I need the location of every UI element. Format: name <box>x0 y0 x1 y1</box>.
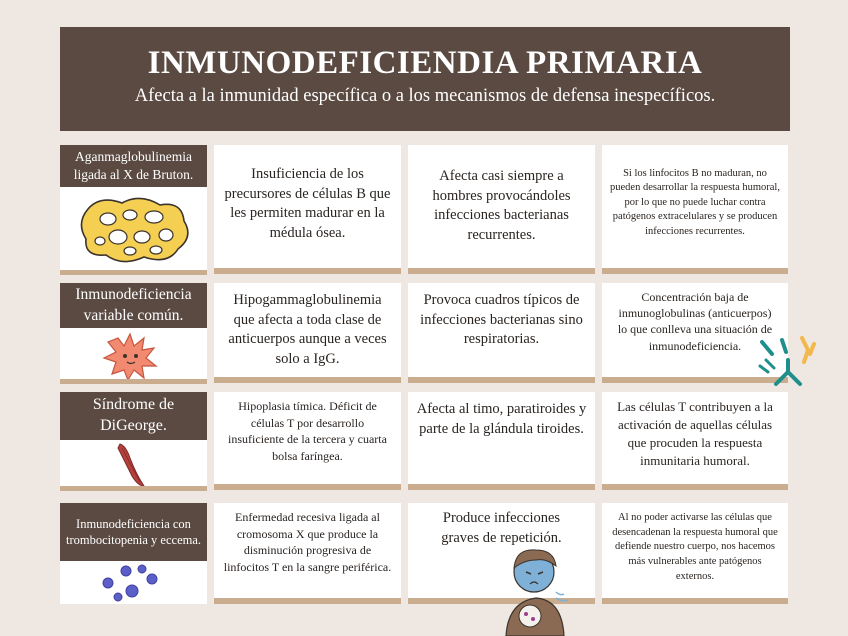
row-image-cvid <box>60 328 207 380</box>
page-title: INMUNODEFICIENDIA PRIMARIA <box>147 45 703 81</box>
row-image-bruton <box>60 187 207 270</box>
row-label-bruton: Aganmaglobulinemia ligada al X de Bruton… <box>60 145 207 187</box>
row2-card-1: Hipogammaglobulinemia que afecta a toda … <box>214 283 401 383</box>
row4-text-1: Enfermedad recesiva ligada al cromosoma … <box>223 510 392 574</box>
header-banner: INMUNODEFICIENDIA PRIMARIA Afecta a la i… <box>60 27 790 131</box>
row3-text-3: Las células T contribuyen a la activació… <box>617 399 773 468</box>
bone-marrow-icon <box>80 197 189 263</box>
row3-card-2: Afecta al timo, paratiroides y parte de … <box>408 392 595 490</box>
row4-text-3: Al no poder activarse las células que de… <box>612 512 778 582</box>
sick-person-icon <box>505 549 569 636</box>
row4-text-2: Produce infecciones graves de repetición… <box>441 510 562 546</box>
row1-card-2: Afecta casi siempre a hombres provocándo… <box>408 145 595 274</box>
row1-card-3: Si los linfocitos B no maduran, no puede… <box>602 145 788 274</box>
germ-icon <box>102 332 158 380</box>
row1-text-3: Si los linfocitos B no maduran, no puede… <box>610 168 780 237</box>
row1-card-1: Insuficiencia de los precursores de célu… <box>214 145 401 274</box>
row2-text-3: Concentración baja de inmunoglobulinas (… <box>617 290 773 353</box>
row4-card-3: Al no poder activarse las células que de… <box>602 503 788 604</box>
row-label-cvid: Inmunodeficiencia variable común. <box>60 283 207 328</box>
row2-card-2: Provoca cuadros típicos de infecciones b… <box>408 283 595 383</box>
antibody-icon <box>758 336 816 386</box>
row-divider <box>60 379 207 384</box>
row-image-wiskott <box>60 561 207 604</box>
muscle-fiber-icon <box>117 443 145 487</box>
row2-card-3: Concentración baja de inmunoglobulinas (… <box>602 283 788 383</box>
row1-text-1: Insuficiencia de los precursores de célu… <box>224 166 391 241</box>
row3-card-3: Las células T contribuyen a la activació… <box>602 392 788 490</box>
row-image-digeorge <box>60 440 207 490</box>
page-subtitle: Afecta a la inmunidad específica o a los… <box>134 86 716 106</box>
row2-text-1: Hipogammaglobulinemia que afecta a toda … <box>228 292 387 367</box>
virus-cluster-icon <box>102 564 158 602</box>
row4-card-1: Enfermedad recesiva ligada al cromosoma … <box>214 503 401 604</box>
row1-text-2: Afecta casi siempre a hombres provocándo… <box>432 168 571 243</box>
row-divider <box>60 486 207 491</box>
row-label-wiskott: Inmunodeficiencia con trombocitopenia y … <box>60 503 207 561</box>
row-divider <box>60 270 207 275</box>
row4-card-2: Produce infecciones graves de repetición… <box>408 503 595 604</box>
row3-text-2: Afecta al timo, paratiroides y parte de … <box>416 401 587 437</box>
row2-text-2: Provoca cuadros típicos de infecciones b… <box>420 292 583 348</box>
row3-card-1: Hipoplasia tímica. Déficit de células T … <box>214 392 401 490</box>
row-label-digeorge: Síndrome de DiGeorge. <box>60 392 207 440</box>
row3-text-1: Hipoplasia tímica. Déficit de células T … <box>228 399 387 463</box>
